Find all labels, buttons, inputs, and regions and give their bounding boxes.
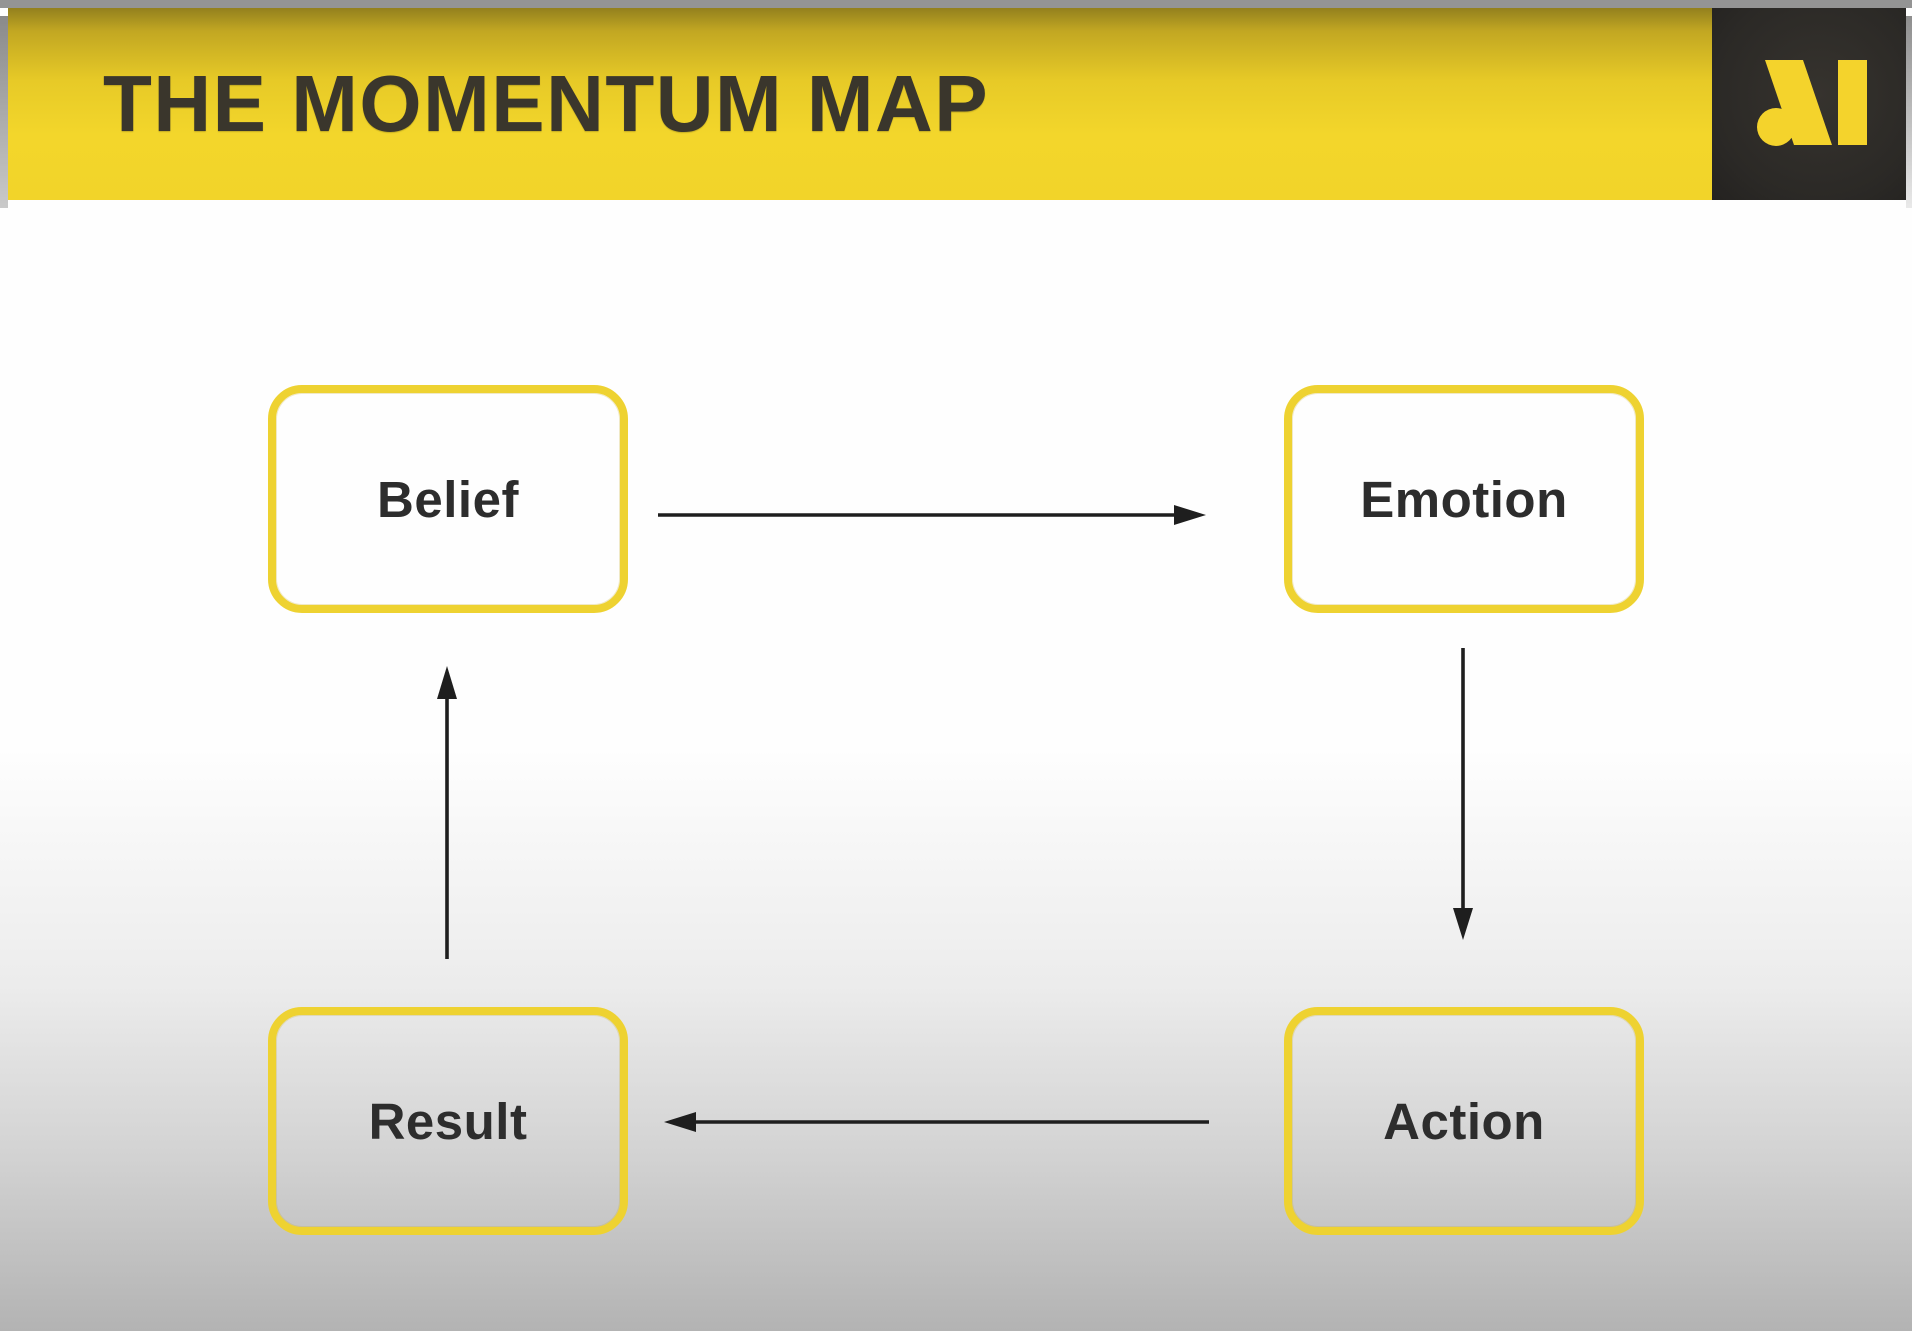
node-belief-label: Belief xyxy=(377,470,519,528)
right-edge-strip xyxy=(1906,16,1912,208)
top-edge-strip xyxy=(0,0,1912,8)
arrow-action-to-result-icon xyxy=(664,1112,1209,1132)
title-bar: THE MOMENTUM MAP xyxy=(8,8,1712,200)
node-result-label: Result xyxy=(368,1092,528,1150)
header-bar: THE MOMENTUM MAP xyxy=(0,8,1912,208)
left-edge-strip xyxy=(0,16,8,208)
arrow-result-to-belief-icon xyxy=(437,666,457,959)
arrow-emotion-to-action-icon xyxy=(1453,648,1473,940)
m-logo-icon xyxy=(1757,60,1867,146)
node-action-label: Action xyxy=(1383,1092,1545,1150)
page-title: THE MOMENTUM MAP xyxy=(103,59,990,148)
arrow-belief-to-emotion-icon xyxy=(658,505,1206,525)
node-belief: Belief xyxy=(268,385,628,613)
node-action: Action xyxy=(1284,1007,1644,1235)
node-emotion: Emotion xyxy=(1284,385,1644,613)
node-emotion-label: Emotion xyxy=(1360,470,1568,528)
node-result: Result xyxy=(268,1007,628,1235)
brand-logo-tile xyxy=(1712,8,1906,200)
